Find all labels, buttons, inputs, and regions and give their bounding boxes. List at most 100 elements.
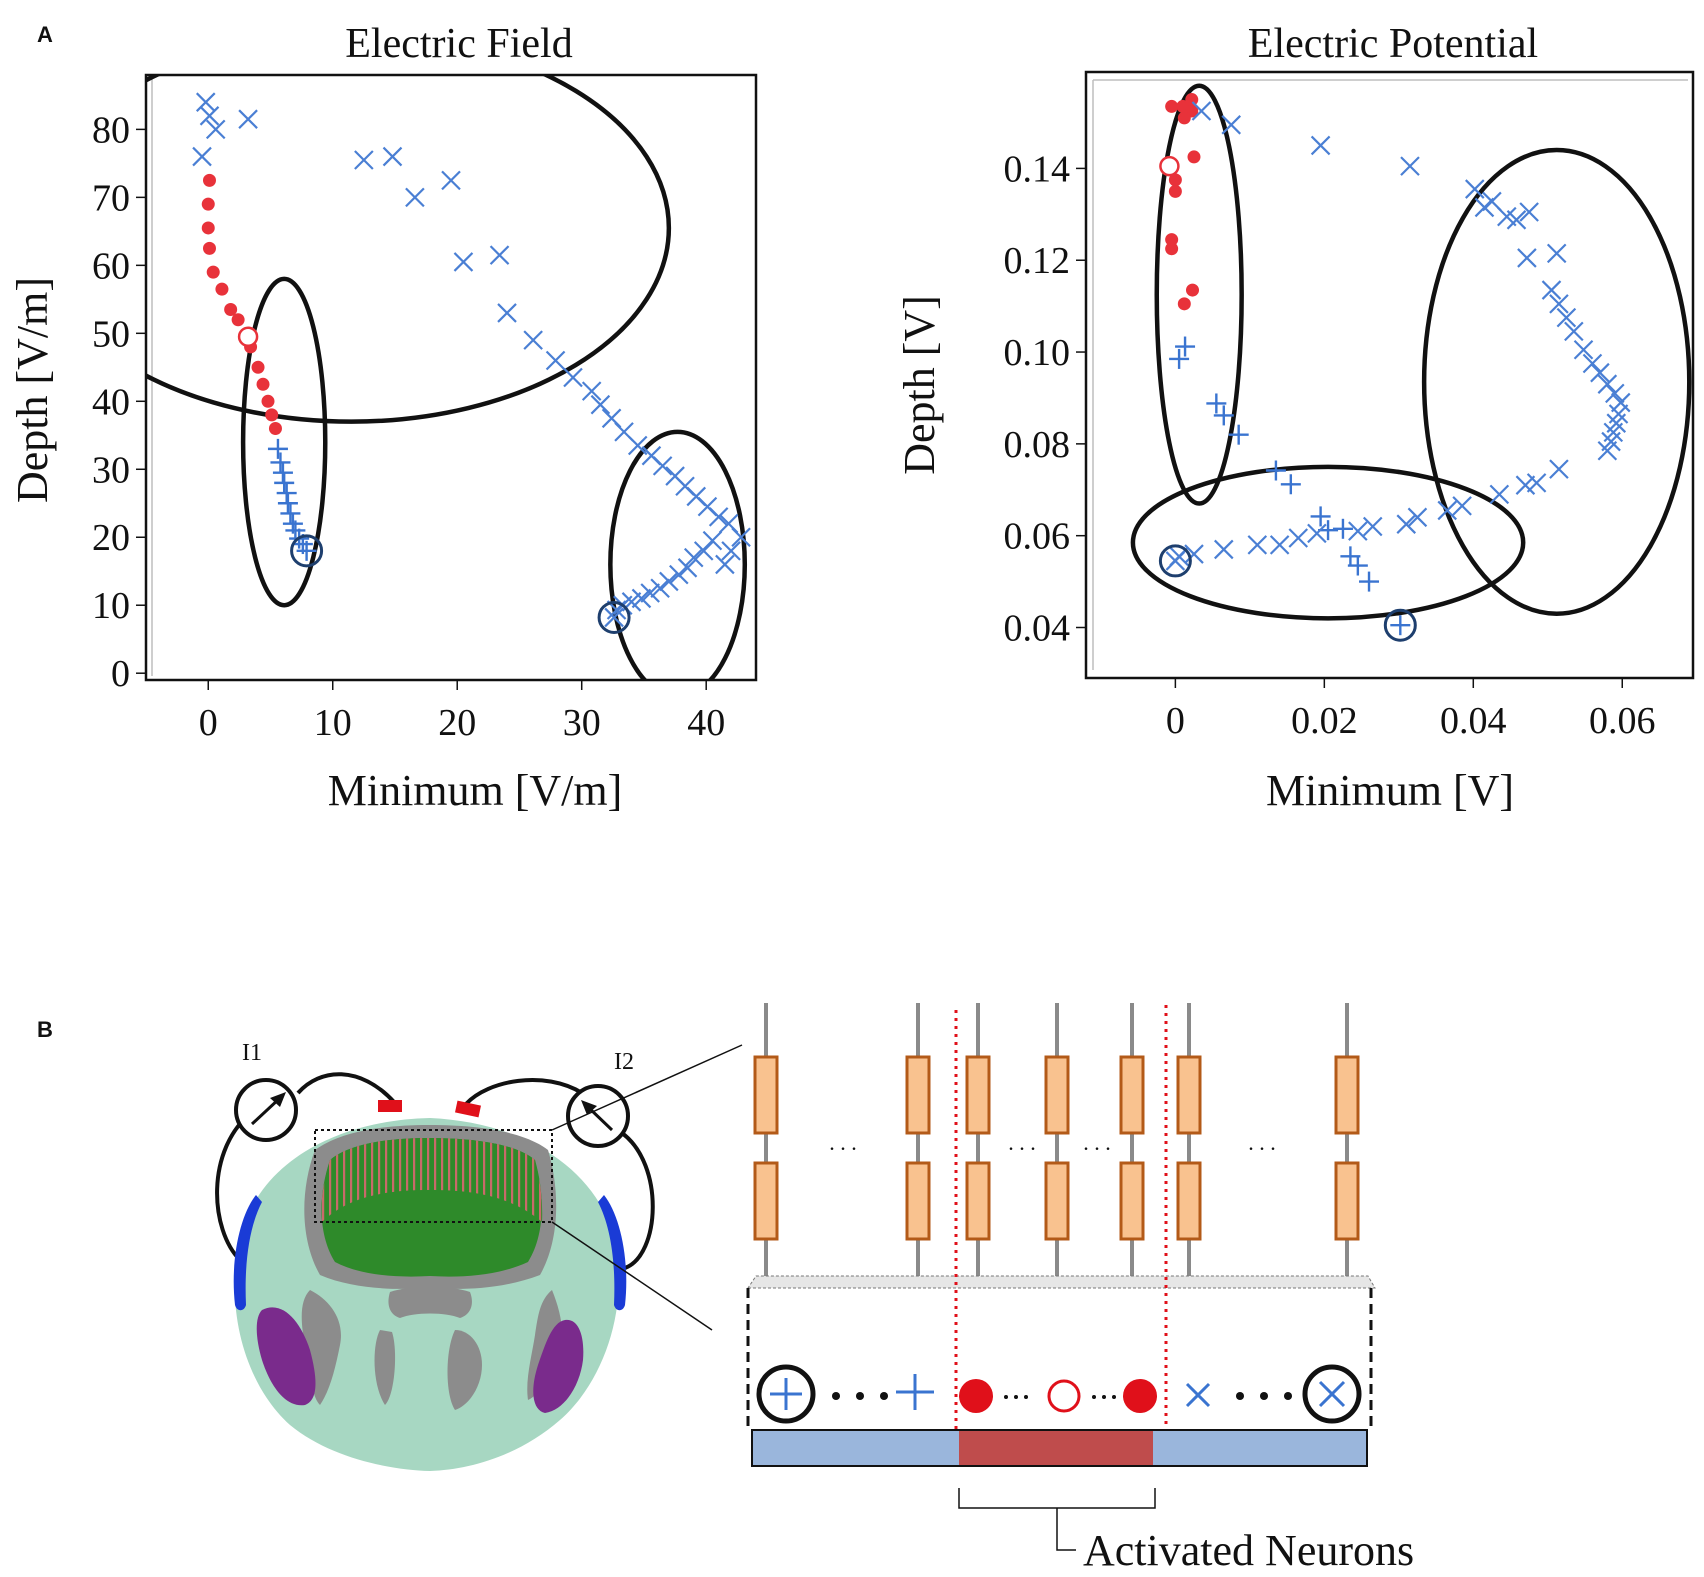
cross-point: [1517, 248, 1537, 268]
circled-cross-point: [597, 600, 631, 634]
y-tick-layer: 0.040.060.080.100.120.14: [1004, 148, 1086, 650]
dot-point: [256, 377, 270, 391]
y-tick-label: 0.12: [1004, 240, 1071, 282]
red-dot-marker: [959, 1379, 993, 1413]
bracket-stem: [1056, 1508, 1076, 1551]
dot-point: [1177, 297, 1191, 311]
cross-point: [708, 507, 729, 527]
dot-point: [1187, 150, 1201, 164]
panel-a-label: A: [37, 22, 53, 47]
bar-right-blue: [1153, 1430, 1367, 1466]
cross-point: [652, 456, 673, 476]
plus-point: [1280, 474, 1301, 495]
cross-point: [1348, 521, 1368, 541]
arrow-i2: [586, 1105, 614, 1132]
cross-point: [205, 119, 226, 140]
dot-sep: [856, 1392, 864, 1400]
y-tick-label: 0.06: [1004, 516, 1071, 558]
cross-point: [677, 558, 698, 578]
cross-point: [715, 554, 735, 575]
plus-point: [1169, 348, 1190, 369]
neuron: [753, 1003, 779, 1280]
open-circle-marker: [1047, 1379, 1081, 1413]
head-model: I1 I2: [215, 1040, 743, 1471]
ellipses-layer: [146, 75, 748, 680]
plus-point: [276, 483, 297, 504]
neuron: [1044, 1003, 1070, 1280]
x-axis-label: Minimum [V]: [1266, 766, 1514, 815]
plus-point: [267, 438, 288, 459]
neuron-diagram: . . . . . . . . . . . .: [746, 1003, 1414, 1575]
cluster-ellipse: [240, 276, 328, 608]
ellipsis-2: . . .: [1008, 1130, 1036, 1155]
marks-layer: [192, 92, 751, 634]
y-tick-label: 20: [92, 517, 130, 559]
dot-sep: [1004, 1395, 1008, 1399]
plus-point: [1213, 405, 1234, 426]
cross-point: [721, 541, 741, 561]
plus-point: [1359, 571, 1380, 592]
cross-point: [669, 564, 689, 585]
cross-point: [1247, 535, 1268, 555]
dot-sep: [1024, 1395, 1028, 1399]
y-tick-label: 60: [92, 245, 130, 287]
plot-frame: [1084, 70, 1695, 680]
cross-point: [693, 541, 714, 561]
cross-point: [1515, 475, 1536, 495]
open-circle-point: [1159, 155, 1180, 177]
cross-point: [1610, 392, 1631, 413]
y-axis-label: Depth [V/m]: [8, 277, 57, 503]
cross-point: [354, 150, 374, 170]
cross-point: [1549, 459, 1569, 479]
dot-point: [1165, 233, 1179, 247]
arrow-i1-head: [270, 1092, 286, 1107]
arrow-i2-head: [581, 1100, 597, 1115]
cross-point: [405, 187, 425, 208]
plus-point: [274, 472, 295, 493]
plus-point: [1228, 424, 1249, 445]
cluster-ellipse: [608, 429, 748, 680]
chart-title: Electric Potential: [1248, 21, 1538, 67]
cross-point: [731, 527, 751, 548]
dot-point: [1168, 173, 1182, 187]
red-dot-marker: [1123, 1379, 1157, 1413]
cross-point: [523, 330, 543, 350]
neuron: [1119, 1003, 1145, 1280]
cross-point: [1605, 383, 1625, 404]
ear-left: [233, 1195, 262, 1311]
neuron: [1334, 1003, 1360, 1280]
cross-point: [238, 109, 258, 129]
cross-point: [590, 394, 611, 415]
zoom-line-bottom: [551, 1221, 713, 1331]
dot-point: [268, 421, 282, 435]
wire-i2-right: [620, 1131, 655, 1270]
cross-point: [1482, 191, 1502, 212]
marks-layer: [1158, 93, 1631, 642]
y-tick-label: 40: [92, 381, 130, 423]
x-tick-label: 0.02: [1291, 700, 1358, 742]
neuron: [965, 1003, 991, 1280]
ellipsis-1: . . .: [829, 1130, 857, 1155]
plus-point: [1347, 555, 1368, 576]
circled-plus-point: [1383, 608, 1417, 642]
electrode-1: [378, 1100, 402, 1112]
cluster-ellipse: [146, 75, 672, 424]
dot-point: [1165, 99, 1179, 113]
electrode-2: [455, 1100, 481, 1118]
dot-sep: [1102, 1395, 1106, 1399]
dot-point: [1186, 283, 1200, 297]
spine: [447, 1330, 482, 1410]
dot-point: [201, 221, 215, 235]
dot-point: [231, 313, 245, 327]
panel-b-label: B: [37, 1017, 53, 1042]
y-tick-label: 70: [92, 177, 130, 219]
y-tick-label: 30: [92, 449, 130, 491]
cross-point: [1590, 362, 1610, 383]
neuron: [1176, 1003, 1202, 1280]
dot-sep: [1112, 1395, 1116, 1399]
dot-point: [201, 197, 215, 211]
